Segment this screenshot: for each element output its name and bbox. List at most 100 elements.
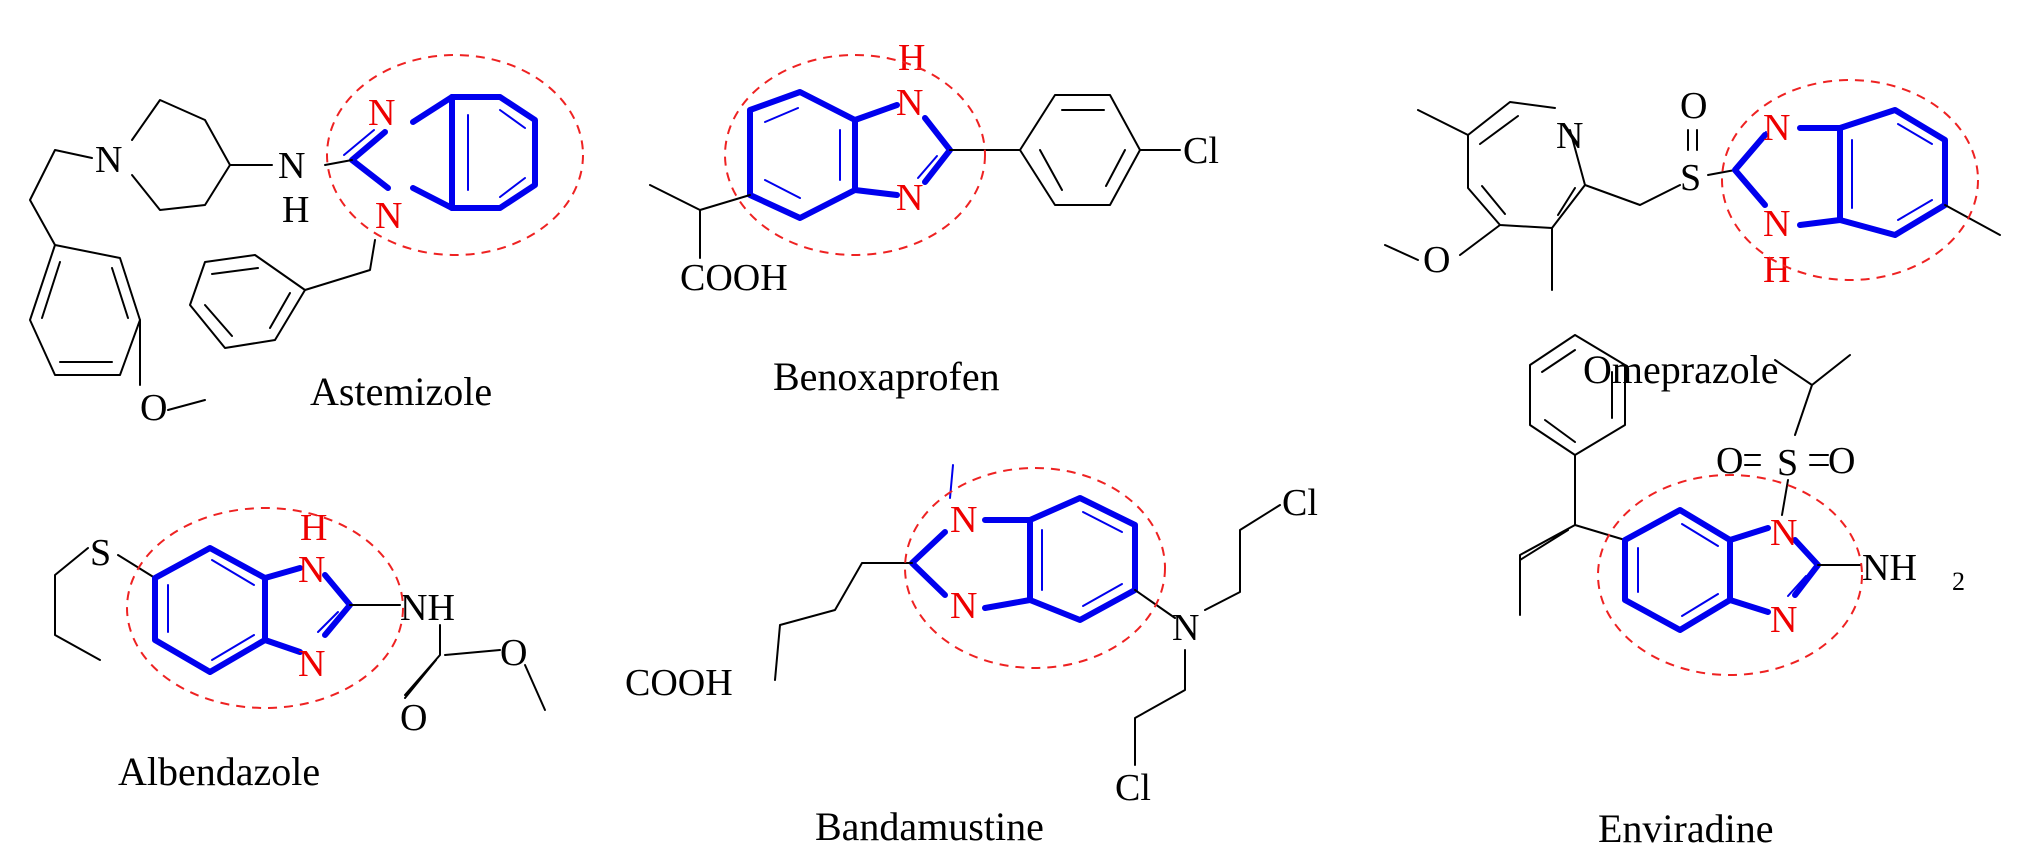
astemizole-benzyl-ch2: [304, 239, 376, 291]
bandamustine-c2-bonds: [909, 529, 948, 598]
omeprazole-structure: N O S O N N H Omeprazole: [1384, 79, 2001, 392]
enviradine-inner-bonds: [1637, 523, 1719, 617]
astemizole-benzyl-inner: [204, 267, 291, 337]
astemizole-benzene-ring: [449, 94, 538, 211]
astemizole-c2-bonds: [349, 129, 391, 191]
omeprazole-n1: N: [1763, 203, 1790, 245]
bandamustine-c2-double: [921, 571, 943, 594]
omeprazole-so-o: O: [1680, 85, 1707, 127]
omeprazole-label: Omeprazole: [1583, 347, 1778, 392]
bandamustine-n1: N: [950, 499, 977, 541]
bandamustine-n-bond: [1134, 589, 1176, 619]
enviradine-sulfonyl-s: S: [1777, 442, 1798, 484]
omeprazole-so-bond: [1687, 129, 1698, 151]
benoxaprofen-chlorophenyl-inner2: [1039, 109, 1126, 191]
astemizole-anisole-ring: [29, 244, 141, 376]
omeprazole-pyridine-n: N: [1556, 115, 1583, 157]
albendazole-carbamate-nh: NH: [400, 587, 455, 629]
astemizole-label: Astemizole: [310, 369, 492, 414]
albendazole-methyl: [524, 664, 546, 711]
enviradine-phenyl-ring: [1529, 334, 1626, 526]
albendazole-n1: N: [298, 549, 325, 591]
bandamustine-chloroethyl-1: [1204, 504, 1281, 611]
omeprazole-pyridine-ring: [1467, 101, 1586, 229]
bandamustine-cooh: COOH: [625, 662, 733, 704]
enviradine-benzene-ring: [1622, 507, 1733, 633]
albendazole-c2-double: [317, 611, 339, 633]
enviradine-structure: N N NH 2 S O O Enviradine: [1519, 334, 1965, 851]
omeprazole-c2-double: [1744, 131, 1767, 159]
benoxaprofen-chlorophenyl-ring: [1019, 94, 1141, 206]
albendazole-s-ring-bond: [117, 554, 156, 579]
bandamustine-structure: N N COOH N Cl Cl Bandamustine: [625, 464, 1318, 849]
benoxaprofen-propionic-chain: [649, 184, 751, 259]
bandamustine-cl-1: Cl: [1282, 482, 1318, 524]
bandamustine-butyric-chain: [774, 562, 913, 681]
astemizole-benzyl-ring: [189, 254, 306, 349]
astemizole-nh-bond: [324, 159, 353, 166]
astemizole-c2-double: [343, 129, 375, 156]
omeprazole-methoxy-o: O: [1423, 239, 1450, 281]
omeprazole-benzene-ring: [1797, 107, 1948, 238]
omeprazole-inner-bonds: [1851, 123, 1933, 221]
albendazole-carbamate: [404, 624, 501, 699]
benoxaprofen-highlight-circle: [724, 54, 986, 256]
albendazole-label: Albendazole: [118, 749, 320, 794]
albendazole-structure: S H N N NH O O Albendazole: [54, 507, 546, 794]
bandamustine-inner-bonds: [1041, 511, 1123, 607]
omeprazole-ch2: [1584, 184, 1681, 206]
astemizole-methoxy: [139, 319, 206, 411]
bandamustine-highlight-circle: [904, 467, 1166, 669]
albendazole-inner-bonds: [167, 559, 255, 661]
enviradine-nh2: NH: [1862, 547, 1917, 589]
astemizole-nh-h: H: [282, 189, 309, 231]
albendazole-s: S: [90, 532, 111, 574]
omeprazole-pyridine-inner: [1479, 115, 1576, 216]
benoxaprofen-n1: N: [896, 82, 923, 124]
enviradine-nh2-subscript: 2: [1952, 567, 1965, 596]
astemizole-ethyl-chain: [29, 149, 93, 246]
astemizole-inner-bonds: [467, 109, 526, 198]
benoxaprofen-cooh: COOH: [680, 257, 788, 299]
albendazole-propyl-chain: [54, 547, 101, 661]
benoxaprofen-cl: Cl: [1183, 130, 1219, 172]
enviradine-sulfonyl-o-right: O: [1828, 440, 1855, 482]
omeprazole-s: S: [1680, 157, 1701, 199]
astemizole-imidazole-ring: [410, 94, 455, 211]
astemizole-n1: N: [375, 195, 402, 237]
benoxaprofen-n3: N: [896, 177, 923, 219]
enviradine-highlight-circle: [1597, 474, 1863, 676]
benoxaprofen-nh-h: H: [898, 37, 925, 79]
astemizole-piperidine-top: [131, 99, 273, 166]
enviradine-vinyl-aryl: [1574, 524, 1626, 541]
enviradine-label: Enviradine: [1598, 806, 1774, 851]
enviradine-phenyl-inner: [1541, 349, 1613, 443]
bandamustine-label: Bandamustine: [815, 804, 1044, 849]
omeprazole-methyl-5: [1417, 109, 1469, 136]
bandamustine-cl-2: Cl: [1115, 767, 1151, 809]
enviradine-so2-bonds: [1744, 454, 1829, 466]
enviradine-n1: N: [1770, 512, 1797, 554]
bandamustine-chloroethyl-2: [1134, 649, 1186, 766]
omeprazole-nh-h: H: [1763, 249, 1790, 291]
astemizole-anisole-inner: [41, 261, 129, 363]
enviradine-isopropyl: [1774, 354, 1851, 436]
astemizole-piperidine-bottom: [131, 164, 231, 211]
albendazole-nh-h: H: [300, 507, 327, 549]
omeprazole-c2-bonds: [1732, 132, 1768, 208]
albendazole-carbonyl-o: O: [400, 697, 427, 739]
benoxaprofen-inner-bonds: [764, 107, 841, 199]
albendazole-highlight-circle: [126, 507, 404, 709]
omeprazole-methyl-6: [1944, 204, 2001, 236]
astemizole-nh-n: N: [278, 145, 305, 187]
omeprazole-s-c2: [1707, 169, 1736, 176]
bandamustine-n3: N: [950, 585, 977, 627]
benoxaprofen-c2-double: [917, 155, 938, 179]
astemizole-piperidine-n: N: [95, 139, 122, 181]
enviradine-n3: N: [1770, 599, 1797, 641]
astemizole-structure: N N N H N O Astemizole: [29, 54, 584, 429]
enviradine-c2-double: [1787, 575, 1807, 597]
omeprazole-methoxy: [1384, 224, 1501, 261]
bandamustine-mustard-n: N: [1172, 607, 1199, 649]
